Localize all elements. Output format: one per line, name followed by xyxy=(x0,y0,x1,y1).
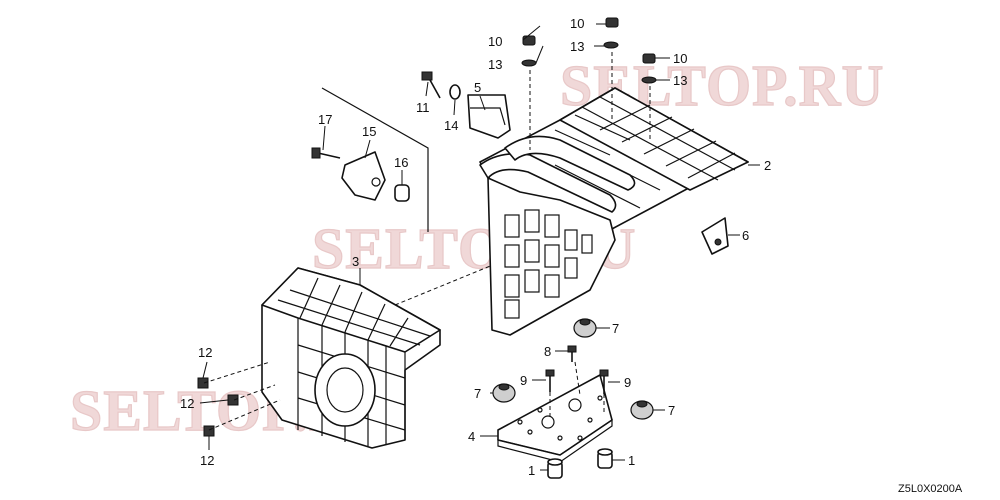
callout-8: 8 xyxy=(544,344,551,359)
part-14-washer xyxy=(449,84,461,100)
callout-7-right: 7 xyxy=(668,403,675,418)
callout-2: 2 xyxy=(764,158,771,173)
callout-10-b: 10 xyxy=(570,16,584,31)
callout-14: 14 xyxy=(444,118,458,133)
part-11-bolt xyxy=(421,71,441,99)
part-9-bolt-a xyxy=(545,369,555,392)
part-15-clamp xyxy=(341,151,386,201)
assembly-line xyxy=(321,87,501,306)
part-4-base-plate xyxy=(497,374,613,463)
part-9-bolt-b xyxy=(599,369,609,394)
callout-10-a: 10 xyxy=(488,34,502,49)
part-5-clip xyxy=(467,94,511,139)
part-7-mount-right xyxy=(630,400,654,420)
callout-3: 3 xyxy=(352,254,359,269)
callout-12-b: 12 xyxy=(180,396,194,411)
part-13-washer-a xyxy=(521,59,537,67)
callout-12-a: 12 xyxy=(198,345,212,360)
part-1-collar-b xyxy=(597,448,613,469)
leader-lines xyxy=(199,23,760,471)
part-12-bolt-b xyxy=(227,394,239,406)
callout-1-b: 1 xyxy=(628,453,635,468)
callout-11: 11 xyxy=(416,100,430,115)
callout-13-b: 13 xyxy=(570,39,584,54)
callout-13-c: 13 xyxy=(673,73,687,88)
part-10-nut-c xyxy=(642,53,656,64)
callout-13-a: 13 xyxy=(488,57,502,72)
callout-4: 4 xyxy=(468,429,475,444)
part-13-washer-b xyxy=(603,41,619,49)
callout-12-c: 12 xyxy=(200,453,214,468)
part-7-mount-left xyxy=(492,383,516,403)
callout-7-top: 7 xyxy=(612,321,619,336)
callout-9-left: 9 xyxy=(520,373,527,388)
part-7-mount-top xyxy=(573,318,597,338)
part-16-collar xyxy=(394,184,410,202)
callout-10-c: 10 xyxy=(673,51,687,66)
callout-5: 5 xyxy=(474,80,481,95)
part-12-bolt-a xyxy=(197,377,209,389)
callout-16: 16 xyxy=(394,155,408,170)
part-1-collar-a xyxy=(547,458,563,479)
part-6-bracket xyxy=(701,217,729,255)
callout-6: 6 xyxy=(742,228,749,243)
part-10-nut-b xyxy=(605,17,619,28)
part-12-bolt-c xyxy=(203,425,215,437)
callouts: 2 3 4 5 6 7 7 7 8 9 9 10 13 10 13 10 13 … xyxy=(180,16,771,478)
callout-1-a: 1 xyxy=(528,463,535,478)
callout-9-right: 9 xyxy=(624,375,631,390)
part-17-bolt xyxy=(311,147,341,159)
part-13-washer-c xyxy=(641,76,657,84)
callout-15: 15 xyxy=(362,124,376,139)
part-8-screw xyxy=(567,345,577,362)
drawing-code: Z5L0X0200A xyxy=(898,483,963,495)
part-3-front-guard xyxy=(261,267,441,449)
callout-17: 17 xyxy=(318,112,332,127)
part-10-nut-a xyxy=(522,35,536,46)
callout-7-left: 7 xyxy=(474,386,481,401)
part-2-top-guard xyxy=(479,87,749,231)
part-2-side-frame xyxy=(487,177,616,336)
